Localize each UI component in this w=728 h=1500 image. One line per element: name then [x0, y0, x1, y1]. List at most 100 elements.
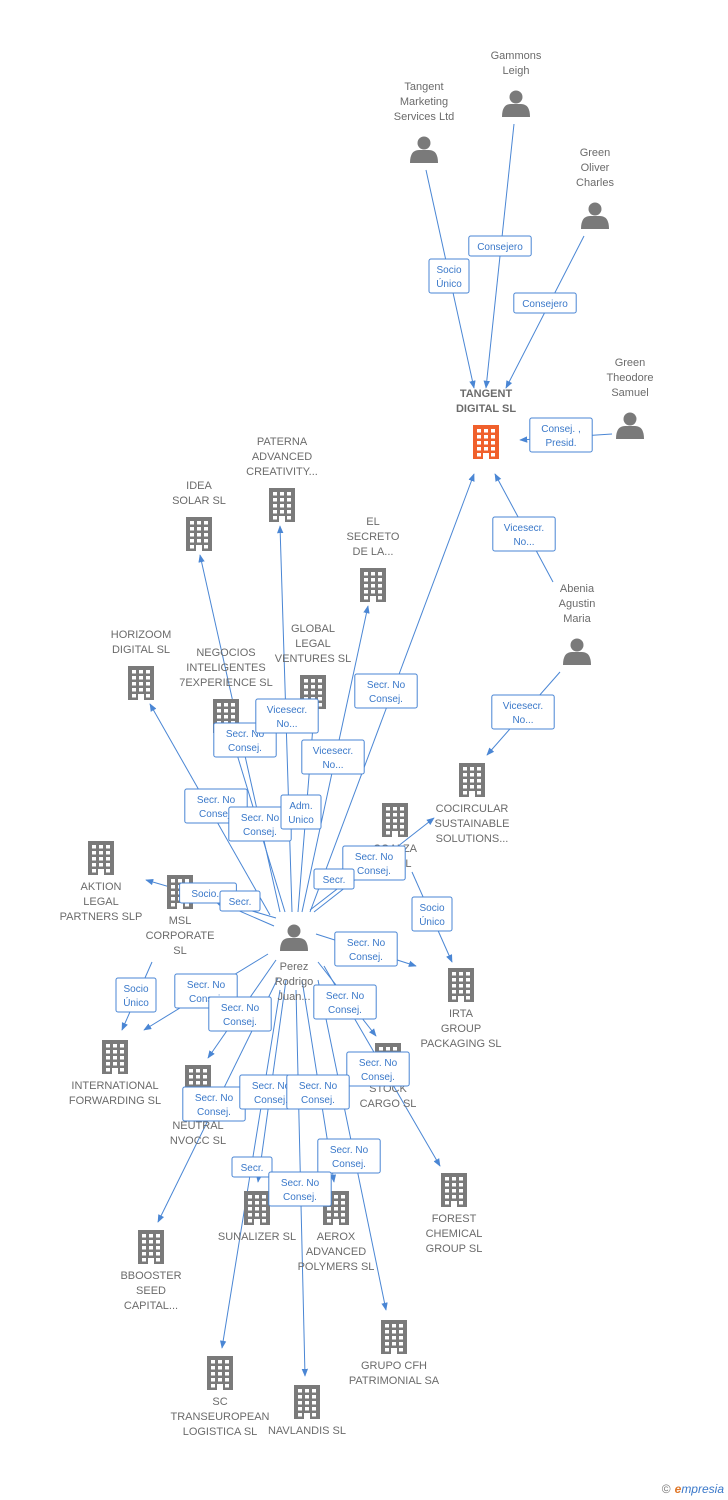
node-label: GROUP SL — [426, 1243, 483, 1255]
node-label: Abenia — [560, 583, 595, 595]
edge-label-box — [354, 673, 418, 709]
edge-label-green-theodore-to-tangent-digital[interactable]: Consej. ,Presid. — [529, 417, 593, 453]
node-label: Theodore — [606, 372, 653, 384]
edge-label-text: Consej. — [328, 1005, 362, 1016]
edge-label-box — [208, 996, 272, 1032]
edge-label-text: Consej. — [197, 1107, 231, 1118]
edge-label-perez-to-el-secreto[interactable]: Vicesecr.No... — [301, 739, 365, 775]
node-label: INTELIGENTES — [186, 662, 265, 674]
node-paterna[interactable]: PATERNAADVANCEDCREATIVITY... — [246, 436, 318, 522]
edge-label-box — [280, 794, 322, 830]
edge-label-perez-to-bbooster[interactable]: Secr. No Consej. — [182, 1086, 246, 1122]
edge-label-text: Consej. — [283, 1192, 317, 1203]
node-label: NAVLANDIS SL — [268, 1425, 346, 1437]
building-icon — [294, 1385, 320, 1419]
edge-label-box — [346, 1051, 410, 1087]
edge-label-abenia-to-tangent-digital[interactable]: Vicesecr.No... — [492, 516, 556, 552]
node-label: SUNALIZER SL — [218, 1231, 296, 1243]
edge-label-box — [313, 868, 355, 890]
edge-label-perez-to-sc-trans[interactable]: Secr. — [231, 1156, 273, 1178]
person-icon — [616, 412, 644, 439]
edge-label-perez-to-global-legal[interactable]: Adm.Unico — [280, 794, 322, 830]
edge-label-text: Consej. , — [541, 424, 580, 435]
edge-label-box — [428, 258, 470, 294]
edge-label-box — [313, 984, 377, 1020]
edge-label-text: Secr. No — [195, 1093, 234, 1104]
node-label: 7EXPERIENCE SL — [179, 677, 273, 689]
edge-label-text: Secr. No — [299, 1081, 338, 1092]
node-label: AKTION — [81, 881, 122, 893]
edge-label-text: Secr. No — [330, 1145, 369, 1156]
edge-label-box — [468, 235, 532, 257]
node-label: Gammons — [491, 50, 542, 62]
edge-label-text: Consej. — [357, 866, 391, 877]
brand-rest: mpresia — [681, 1482, 724, 1496]
edge-label-text: Secr. No — [226, 729, 265, 740]
building-icon — [244, 1191, 270, 1225]
edge-label-text: Único — [123, 996, 149, 1009]
person-icon — [410, 136, 438, 163]
edge-label-perez-to-paterna[interactable]: Vicesecr.No... — [255, 698, 319, 734]
node-label: Perez — [280, 961, 309, 973]
node-label: ADVANCED — [252, 451, 312, 463]
node-label: CHEMICAL — [426, 1228, 483, 1240]
node-sunalizer[interactable]: SUNALIZER SL — [218, 1191, 296, 1243]
node-label: Green — [580, 147, 611, 159]
node-cocircular[interactable]: COCIRCULARSUSTAINABLESOLUTIONS... — [435, 763, 510, 845]
edge-label-text: Secr. No — [252, 1081, 291, 1092]
node-navlandis[interactable]: NAVLANDIS SL — [268, 1385, 346, 1437]
edge-label-box — [513, 292, 577, 314]
node-label: Charles — [576, 177, 614, 189]
edge-label-text: Socio — [436, 265, 461, 276]
edge-label-text: Adm. — [289, 801, 312, 812]
building-icon — [186, 517, 212, 551]
node-bbooster[interactable]: BBOOSTERSEEDCAPITAL... — [120, 1230, 182, 1312]
node-label: GROUP — [441, 1023, 481, 1035]
edge-label-perez-to-msl[interactable]: Secr. — [219, 890, 261, 912]
edge-label-text: Consej. — [189, 994, 223, 1005]
node-label: Services Ltd — [394, 111, 455, 123]
edge-label-gammons-to-tangent-digital[interactable]: Consejero — [468, 235, 532, 257]
edge-label-green-oliver-to-tangent-digital[interactable]: Consejero — [513, 292, 577, 314]
node-perez[interactable]: PerezRodrigoJuan... — [275, 924, 314, 1004]
empresia-footer[interactable]: ©empresia — [662, 1482, 724, 1496]
node-label: SUSTAINABLE — [435, 818, 510, 830]
edge-label-text: Consej. — [301, 1095, 335, 1106]
building-icon — [459, 763, 485, 797]
edge-label-perez-to-coalza[interactable]: Secr. — [313, 868, 355, 890]
edge-label-perez-to-aerox[interactable]: Secr. No Consej. — [286, 1074, 350, 1110]
edge-label-text: No... — [276, 719, 297, 730]
edge-label-abenia-to-cocircular[interactable]: Vicesecr.No... — [491, 694, 555, 730]
edge-label-box — [491, 694, 555, 730]
